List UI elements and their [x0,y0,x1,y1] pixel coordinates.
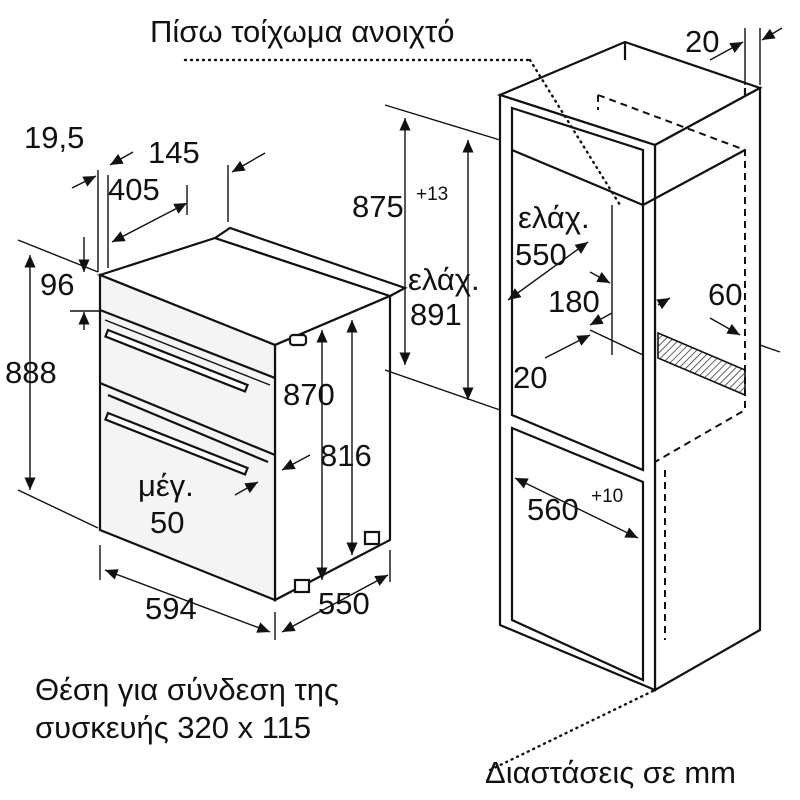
connector [288,333,308,347]
vent-60-label: 60 [708,277,742,312]
rear-gap-label: 20 [685,24,719,59]
connection-label-line2: συσκευής 320 x 115 [35,710,311,745]
depth-offset-label: 19,5 [24,120,84,155]
height-888-label: 888 [5,355,57,390]
niche-width-tolerance: +10 [591,486,623,507]
connection-label-line1: Θέση για σύνδεση της [35,672,339,707]
depth-405-label: 405 [108,172,160,207]
oven-front [98,273,277,602]
min-label-height: ελάχ. [408,262,480,297]
depth-145-label: 145 [148,135,200,170]
oven-dimensions [17,151,391,640]
height-870-label: 870 [283,377,335,412]
vent-180-label: 180 [548,284,600,319]
max-value: 50 [150,505,184,540]
lower-handle [104,411,249,476]
min-height-label: 891 [410,297,462,332]
min-label-depth: ελάχ. [518,200,590,235]
width-594-label: 594 [145,591,197,626]
vent-20-label: 20 [513,360,547,395]
niche-height-tolerance: +13 [416,184,448,205]
height-96-label: 96 [40,267,74,302]
units-note: Διαστάσεις σε mm [485,755,736,790]
niche-height-label: 875 [352,189,404,224]
max-label: μέγ. [138,468,194,503]
vent-opening [657,331,746,397]
upper-handle [104,328,249,393]
oven-drawing [96,226,408,602]
cabinet-dimensions [183,27,783,772]
niche-width-label: 560 [527,492,579,527]
height-816-label: 816 [320,438,372,473]
rear-wall-open-label: Πίσω τοίχωμα ανοιχτό [150,14,455,49]
depth-550-label: 550 [318,586,370,621]
min-depth-label: 550 [515,237,567,272]
